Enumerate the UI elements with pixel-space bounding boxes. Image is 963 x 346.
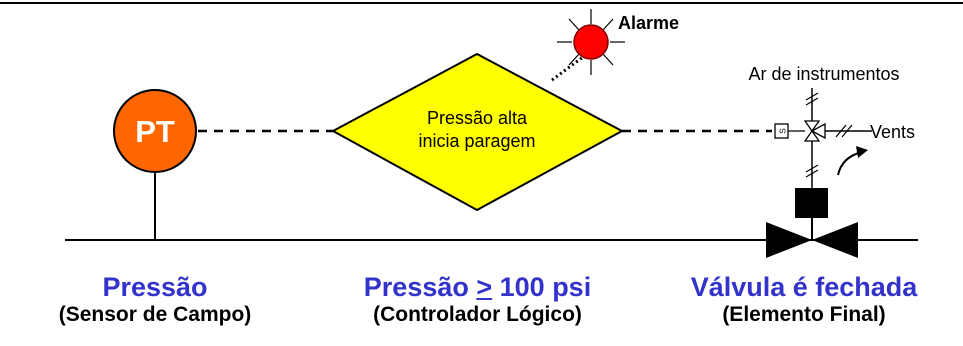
logic-label-line2: inicia paragem bbox=[418, 131, 535, 151]
caption-sensor-subtitle: (Sensor de Campo) bbox=[58, 303, 252, 326]
solenoid-valve-top bbox=[803, 120, 821, 133]
caption-valve-subtitle: (Elemento Final) bbox=[722, 303, 886, 326]
valve-actuator bbox=[795, 188, 828, 218]
greater-equal-symbol: > bbox=[476, 272, 493, 302]
vents-label: Vents bbox=[870, 122, 915, 142]
caption-logic: Pressão > 100 psi (Controlador Lógico) bbox=[315, 272, 640, 328]
solenoid-box bbox=[774, 123, 789, 139]
vent-arrow-icon bbox=[837, 146, 868, 176]
alarm-light: Alarme bbox=[557, 9, 679, 75]
valve-assembly: Ar de instrumentos S Vents bbox=[748, 64, 915, 258]
alarm-label: Alarme bbox=[618, 13, 679, 33]
caption-valve-title: Válvula é fechada bbox=[690, 272, 918, 302]
alarm-lamp bbox=[573, 24, 609, 60]
logic-label-line1: Pressão alta bbox=[427, 108, 528, 128]
caption-valve: Válvula é fechada (Elemento Final) bbox=[648, 272, 960, 328]
caption-logic-title: Pressão > 100 psi bbox=[315, 272, 640, 302]
caption-logic-prefix: Pressão bbox=[363, 272, 477, 302]
caption-logic-suffix: 100 psi bbox=[492, 272, 592, 302]
caption-sensor-title: Pressão bbox=[102, 272, 208, 302]
signal-line-logic-alarm bbox=[551, 55, 584, 82]
alarm-rays bbox=[557, 9, 625, 75]
valve-body-right bbox=[812, 222, 858, 258]
solenoid-mark: S bbox=[779, 128, 788, 133]
caption-logic-subtitle: (Controlador Lógico) bbox=[373, 303, 582, 326]
logic-controller: Pressão alta inicia paragem bbox=[330, 52, 625, 212]
caption-sensor: Pressão (Sensor de Campo) bbox=[0, 272, 310, 328]
valve-body-left bbox=[766, 222, 812, 258]
sensor-tag: PT bbox=[135, 114, 175, 149]
air-supply-label: Ar de instrumentos bbox=[748, 64, 899, 84]
pressure-transmitter: PT bbox=[113, 89, 197, 173]
